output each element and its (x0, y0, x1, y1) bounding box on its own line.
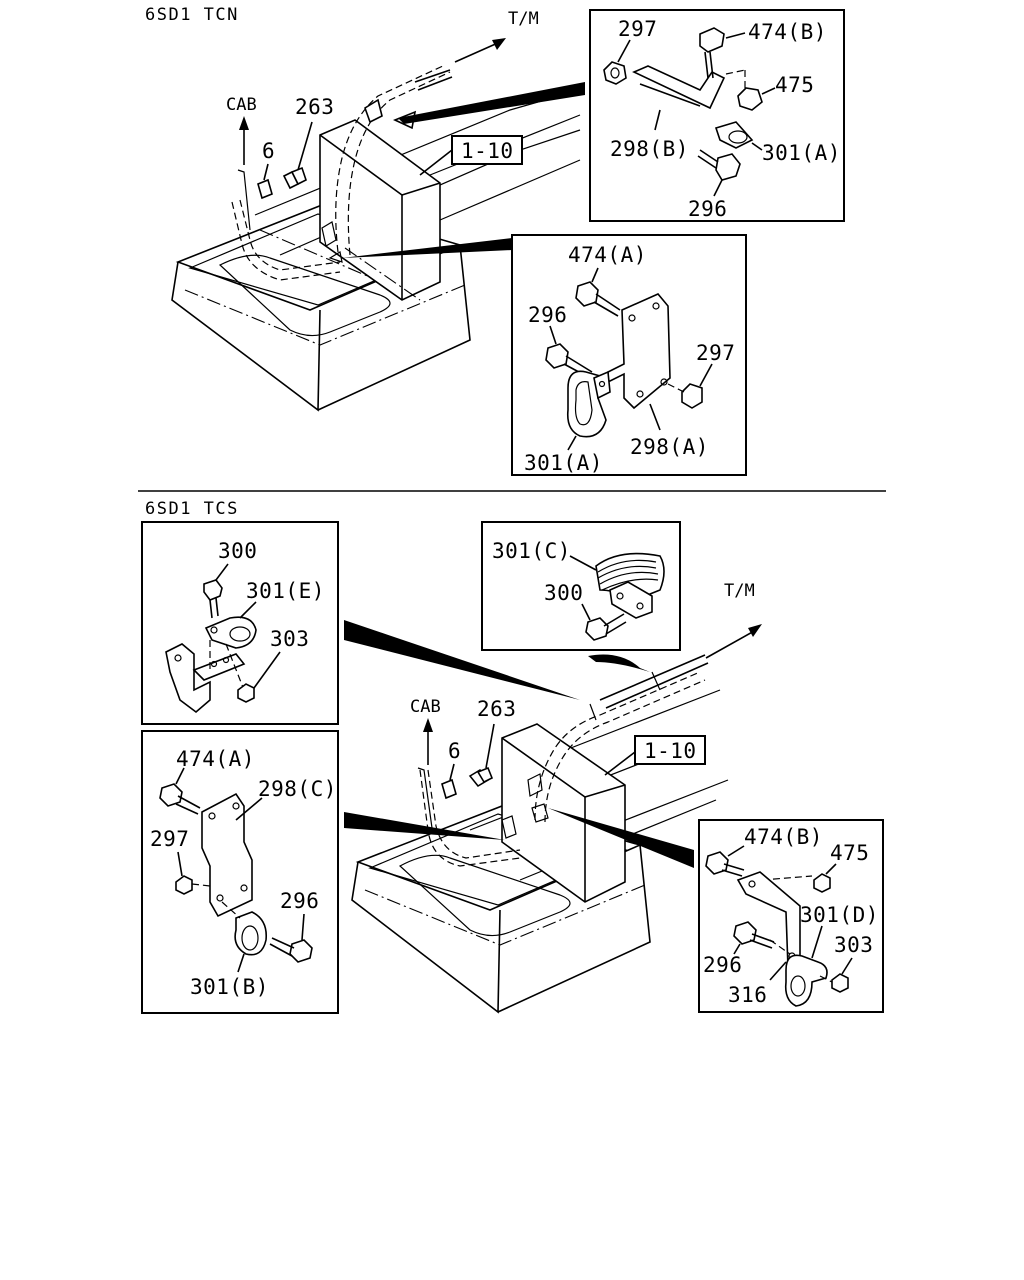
tcn-detail-top: 297 298(B) 474(B) 475 301(A) (589, 9, 845, 222)
tcs-dlb-474a: 474(A) (176, 747, 255, 771)
leader-wedge-left-bottom (344, 812, 505, 840)
tcs-callout-263: 263 (477, 697, 516, 721)
tcn-dt-298b: 298(B) (610, 137, 689, 161)
bolt-474b-icon (699, 27, 725, 53)
tcs-callout-6: 6 (448, 739, 461, 763)
nut-297-icon (175, 875, 193, 895)
leader-wedge-right (548, 808, 694, 868)
clip-6-icon (441, 778, 457, 800)
tcs-dlt-303: 303 (270, 627, 309, 651)
bolt-474a-icon (575, 281, 599, 307)
bolt-474a-icon (159, 783, 183, 807)
nut-475-icon (813, 873, 831, 893)
clip-301d-icon (784, 954, 828, 1007)
tcs-tm-label: T/M (724, 581, 755, 601)
tcn-tm-label: T/M (508, 9, 539, 29)
section-title-tcs: 6SD1 TCS (145, 499, 239, 519)
tcn-callout-263: 263 (295, 95, 334, 119)
bolt-296-icon (545, 343, 569, 369)
nut-297-icon (603, 61, 627, 85)
clip-6-icon (257, 178, 273, 200)
bolt-296-icon (733, 921, 757, 945)
tcs-dc-300: 300 (544, 581, 583, 605)
tcn-cab-label: CAB (226, 95, 257, 115)
tcn-ref-box (451, 135, 523, 165)
tcs-dr-474b: 474(B) (744, 825, 823, 849)
tcn-callout-6: 6 (262, 139, 275, 163)
tcs-dlt-301e: 301(E) (246, 579, 325, 603)
tcs-dlb-301b: 301(B) (190, 975, 269, 999)
tcs-ref-box (634, 735, 706, 765)
tcn-ref-box-label: 1-10 (461, 139, 514, 163)
tcn-detail-bottom: 474(A) 298(A) 297 296 (511, 234, 747, 476)
tcn-db-298a: 298(A) (630, 435, 709, 459)
section-tcs: 6SD1 TCS (141, 499, 884, 1014)
tcs-dr-296: 296 (703, 953, 742, 977)
tcn-db-296: 296 (528, 303, 567, 327)
leader-wedge-clip (588, 654, 650, 672)
tcn-db-301a: 301(A) (524, 451, 603, 475)
tcn-dt-301a: 301(A) (762, 141, 841, 165)
tcn-db-474a: 474(A) (568, 243, 647, 267)
leader-wedge-left-top (344, 620, 580, 700)
nut-475-icon (737, 87, 763, 111)
nut-297-icon (681, 383, 703, 409)
tcs-dr-316: 316 (728, 983, 767, 1007)
tcn-dt-474b: 474(B) (748, 20, 827, 44)
tcs-dlb-296: 296 (280, 889, 319, 913)
tcn-db-297: 297 (696, 341, 735, 365)
tcn-main-illustration: T/M CAB 263 6 1-10 (171, 9, 585, 412)
tcn-dt-297: 297 (618, 17, 657, 41)
tcs-detail-left-top: 300 301(E) 303 (141, 521, 339, 725)
section-tcn: 6SD1 TCN (145, 5, 845, 476)
bracket-298a-icon (607, 293, 671, 410)
tcs-main-illustration: T/M CAB 263 6 1-10 (344, 581, 762, 1014)
tcs-detail-clip: 301(C) 300 (481, 521, 681, 651)
bolt-474b-icon (705, 851, 729, 875)
bracket-298c-icon (201, 792, 253, 918)
leader-wedge-bottom (342, 238, 512, 258)
section-title-tcn: 6SD1 TCN (145, 5, 239, 25)
tcs-detail-right: 474(B) 475 316 301(D) 296 (698, 819, 884, 1013)
tcs-dlt-300: 300 (218, 539, 257, 563)
tcn-dt-475: 475 (775, 73, 814, 97)
tcs-cab-label: CAB (410, 697, 441, 717)
tcs-dr-301d: 301(D) (800, 903, 879, 927)
tcs-dlb-297: 297 (150, 827, 189, 851)
tcs-dr-303: 303 (834, 933, 873, 957)
nut-303-icon (831, 973, 849, 993)
tcs-ref-box-label: 1-10 (644, 739, 697, 763)
tcs-dc-301c: 301(C) (492, 539, 571, 563)
tcs-dlb-298c: 298(C) (258, 777, 337, 801)
tcs-dr-475: 475 (830, 841, 869, 865)
nut-303-icon (237, 683, 255, 703)
bolt-300-icon (585, 617, 609, 641)
tcn-dt-296: 296 (688, 197, 727, 221)
bolt-296-icon (715, 153, 741, 181)
tcs-detail-left-bottom: 474(A) 298(C) 297 301(B) 296 (141, 730, 339, 1014)
leader-wedge-top (398, 82, 585, 124)
